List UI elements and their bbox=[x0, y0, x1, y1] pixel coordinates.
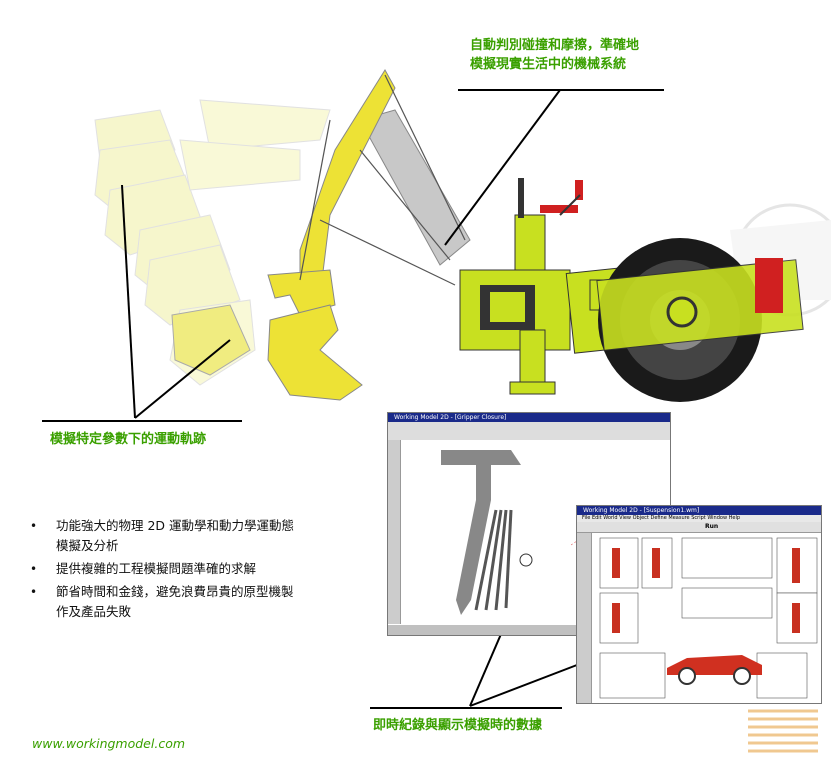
screenshot-gripper-taskbar bbox=[388, 624, 670, 635]
website-link[interactable]: www.workingmodel.com bbox=[32, 736, 186, 751]
screenshot-suspension-titlebar: Working Model 2D - [Suspension1.wm] bbox=[577, 506, 821, 515]
screenshot-suspension-toolbox bbox=[577, 533, 592, 703]
feature-item: • 節省時間和金錢，避免浪費昂貴的原型機製 作及產品失敗 bbox=[30, 582, 350, 622]
callout-bottom-rule bbox=[370, 707, 562, 709]
callout-left-rule bbox=[42, 420, 242, 422]
gripper-drawing bbox=[441, 450, 632, 615]
screenshot-gripper-titlebar: Working Model 2D - [Gripper Closure] bbox=[388, 413, 670, 422]
feature-item: • 功能強大的物理 2D 運動學和動力學運動態 模擬及分析 bbox=[30, 516, 350, 556]
feature-item: • 提供複雜的工程模擬問題準確的求解 bbox=[30, 559, 350, 579]
bullet-dot-icon: • bbox=[30, 562, 38, 576]
bucket-yellow bbox=[267, 304, 363, 401]
feature-item-line1: 功能強大的物理 2D 運動學和動力學運動態 bbox=[56, 518, 295, 533]
callout-collision-line1: 自動判別碰撞和摩擦，準確地 bbox=[470, 38, 640, 53]
callout-trajectory: 模擬特定參數下的運動軌跡 bbox=[50, 432, 207, 447]
feature-item-line2: 模擬及分析 bbox=[56, 538, 119, 553]
bucket-ghost bbox=[171, 304, 251, 376]
callout-top-rule bbox=[458, 89, 664, 91]
screenshot-gripper-menubar bbox=[388, 422, 670, 440]
feature-list: • 功能強大的物理 2D 運動學和動力學運動態 模擬及分析 • 提供複雜的工程模… bbox=[30, 516, 350, 625]
feature-item-line1: 提供複雜的工程模擬問題準確的求解 bbox=[56, 561, 257, 576]
decorative-stripes bbox=[748, 709, 818, 753]
bullet-dot-icon: • bbox=[30, 519, 38, 533]
callout-collision-line2: 模擬現實生活中的機械系統 bbox=[470, 57, 627, 72]
screenshot-suspension-toolbar: Run bbox=[577, 522, 821, 533]
hydraulic-lines bbox=[299, 74, 466, 286]
suspension-drawing bbox=[599, 537, 818, 699]
screenshot-suspension: Working Model 2D - [Suspension1.wm] File… bbox=[576, 505, 822, 704]
screenshot-gripper-toolbox bbox=[388, 440, 401, 635]
boom-gray bbox=[359, 109, 471, 266]
feature-item-line1: 節省時間和金錢，避免浪費昂貴的原型機製 bbox=[56, 584, 294, 599]
callout-data-recording: 即時紀錄與顯示模擬時的數據 bbox=[373, 718, 543, 733]
feature-item-line2: 作及產品失敗 bbox=[56, 604, 132, 619]
callout-collision: 自動判別碰撞和摩擦，準確地 模擬現實生活中的機械系統 bbox=[470, 36, 670, 74]
boom-yellow bbox=[299, 69, 396, 286]
screenshot-suspension-menubar: File Edit World View Object Define Measu… bbox=[577, 515, 821, 522]
run-button: Run bbox=[705, 523, 719, 530]
screenshot-suspension-canvas bbox=[592, 533, 821, 703]
bullet-dot-icon: • bbox=[30, 585, 38, 599]
